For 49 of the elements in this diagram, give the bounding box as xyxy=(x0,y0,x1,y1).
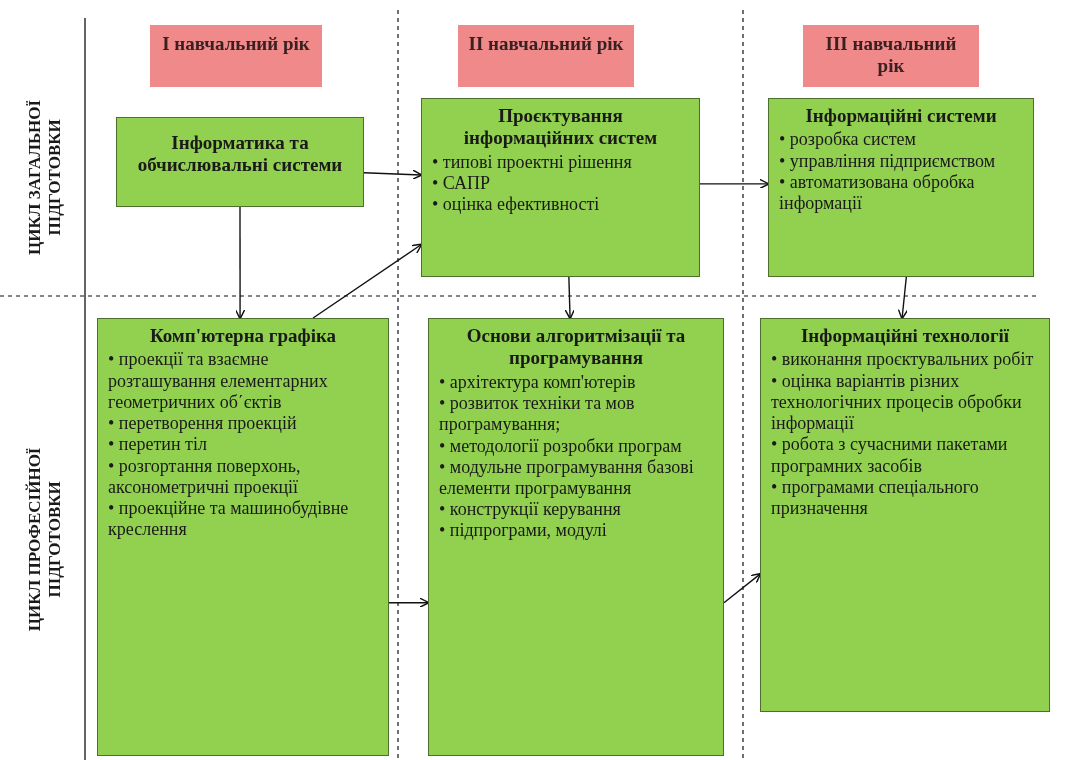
course-box xyxy=(97,318,389,756)
arrow xyxy=(234,206,246,320)
header-text: ІІІ навчальний рік xyxy=(824,33,958,78)
topic-item: • оцінка ефективності xyxy=(432,194,601,216)
topic-item: • САПР xyxy=(432,173,491,195)
topic-item: • конструкції керування xyxy=(439,499,622,521)
arrow xyxy=(388,597,430,608)
header-text: ІІ навчальний рік xyxy=(468,33,624,56)
topic-item: • оцінка варіантів різних технологічних процесів обробки інформації xyxy=(771,370,1023,435)
course-title: Інформатика та обчислювальні системи xyxy=(136,131,344,177)
topic-item: • перетворення проекцій xyxy=(108,413,298,435)
course-box xyxy=(760,318,1050,712)
course-box xyxy=(428,318,724,756)
header-text: І навчальний рік xyxy=(161,33,311,56)
topic-item: • робота з сучасними пакетами програмних засобів xyxy=(771,434,1009,477)
year-header xyxy=(803,25,979,87)
arrow xyxy=(564,276,576,320)
topic-item: • підпрограми, модулі xyxy=(439,520,608,542)
topic-item: • розробка систем xyxy=(779,129,917,151)
topic-item: • архітектура комп'ютерів xyxy=(439,371,637,394)
topic-item: • перетин тіл xyxy=(108,434,208,456)
topic-item: • проекційне та машинобудівне креслення xyxy=(108,498,350,541)
topic-item: • управління підприємством xyxy=(779,150,997,172)
year-header xyxy=(458,25,634,87)
topic-item: • програмами спеціального призначення xyxy=(771,476,980,520)
topic-item: • розгортання поверхонь, аксонометричні проекції xyxy=(108,455,302,499)
arrow xyxy=(897,276,909,320)
course-box xyxy=(768,98,1034,277)
topic-item: • автоматизована обробка інформації xyxy=(779,171,976,215)
course-box xyxy=(116,117,364,207)
arrow xyxy=(699,178,770,190)
arrow xyxy=(312,243,423,319)
course-title: Комп'ютерна графіка xyxy=(148,325,338,348)
topic-item: • виконання проєктувальних робіт xyxy=(771,349,1035,371)
topic-item: • типові проектні рішення xyxy=(432,151,633,174)
topic-item: • модульне програмування базові елементи програмування xyxy=(439,456,695,500)
topic-item: • розвиток техніки та мов програмування; xyxy=(439,393,636,436)
course-title: Інформаційні системи xyxy=(804,105,998,128)
cycle-label: ЦИКЛ ПРОФЕСІЙНОЇ ПІДГОТОВКИ xyxy=(24,446,65,634)
course-title: Проєктування інформаційних систем xyxy=(462,105,659,150)
course-box xyxy=(421,98,700,277)
year-header xyxy=(150,25,322,87)
cycle-label: ЦИКЛ ЗАГАЛЬНОЇ ПІДГОТОВКИ xyxy=(24,98,65,257)
topic-item: • проекції та взаємне розташування елементарних геометричних об΄єктів xyxy=(108,349,329,414)
arrow xyxy=(363,169,423,180)
arrow xyxy=(723,572,762,604)
topic-item: • методології розробки програм xyxy=(439,435,683,457)
course-title: Інформаційні технології xyxy=(799,325,1011,348)
course-title: Основи алгоритмізації та програмування xyxy=(465,325,687,370)
